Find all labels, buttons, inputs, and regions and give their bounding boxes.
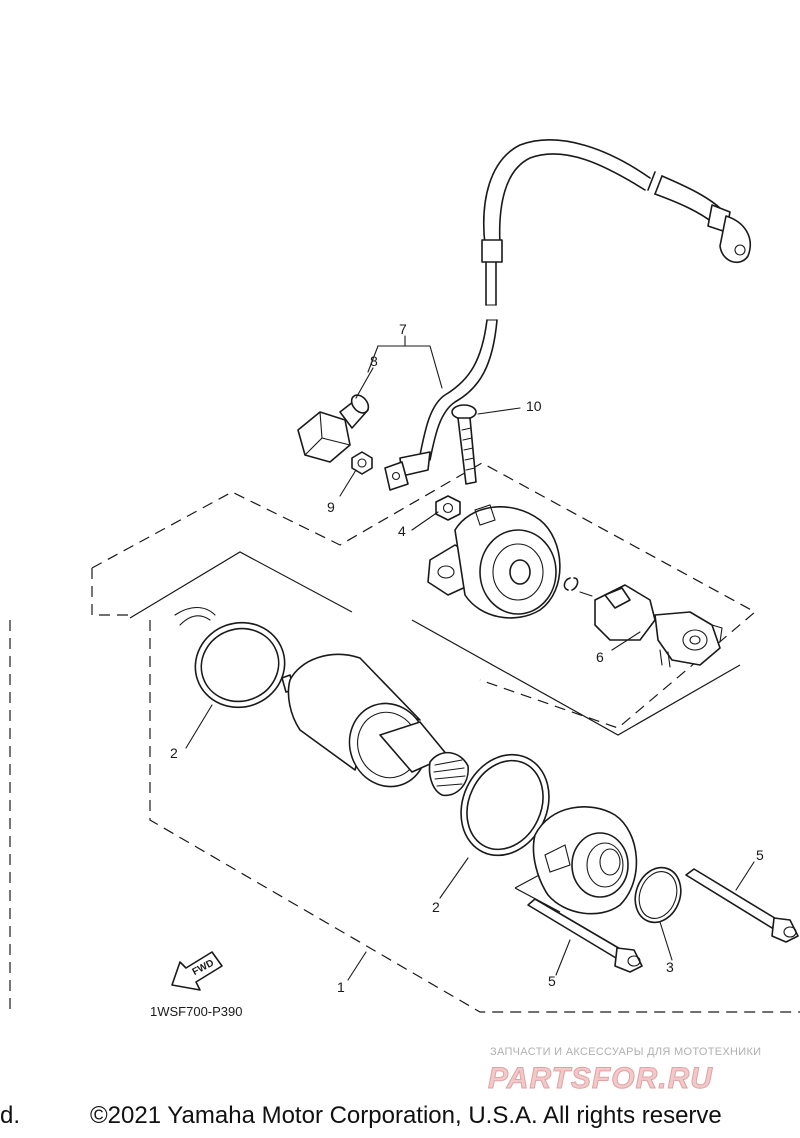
callout-1: 1 [337,979,345,995]
callout-4: 4 [398,523,406,539]
front-cover [532,806,638,915]
bolt-10 [451,404,477,485]
callout-5-right: 5 [756,847,764,863]
diagram-code: 1WSF700-P390 [150,1004,243,1019]
copyright-text: ©2021 Yamaha Motor Corporation, U.S.A. A… [90,1102,722,1129]
leader-lines [185,335,755,981]
copyright-footer: d. ©2021 Yamaha Motor Corporation, U.S.A… [0,1102,800,1134]
through-bolt-left [527,898,643,973]
o-ring-3 [634,866,682,924]
fwd-arrow: FWD [171,951,223,991]
o-ring-2-upper [174,606,286,709]
callout-2-upper: 2 [170,745,178,761]
brush-holder [579,584,723,668]
nut-9 [351,451,373,475]
nut-4 [435,495,461,521]
callout-numbers: 7 8 9 4 10 6 2 2 3 5 5 1 [170,321,764,995]
callout-7: 7 [399,321,407,337]
through-bolt-right [685,868,799,943]
watermark-brand: PARTSFOR.RU [488,1062,713,1095]
callout-5-left: 5 [548,973,556,989]
callout-10: 10 [526,398,542,414]
footer-left-fragment: d. [0,1102,21,1129]
terminal-cap [297,394,370,463]
o-ring-small [563,577,579,591]
motor-yoke [281,653,469,797]
callout-6: 6 [596,649,604,665]
callout-3: 3 [666,959,674,975]
watermark-tagline: ЗАПЧАСТИ И АКСЕССУАРЫ ДЛЯ МОТОТЕХНИКИ [490,1046,761,1058]
callout-8: 8 [370,353,378,369]
callout-2-lower: 2 [432,899,440,915]
callout-9: 9 [327,499,335,515]
starter-cable [384,139,751,491]
watermark-logo: ЗАПЧАСТИ И АКСЕССУАРЫ ДЛЯ МОТОТЕХНИКИ PA… [488,1046,762,1096]
rear-cover [427,504,561,619]
